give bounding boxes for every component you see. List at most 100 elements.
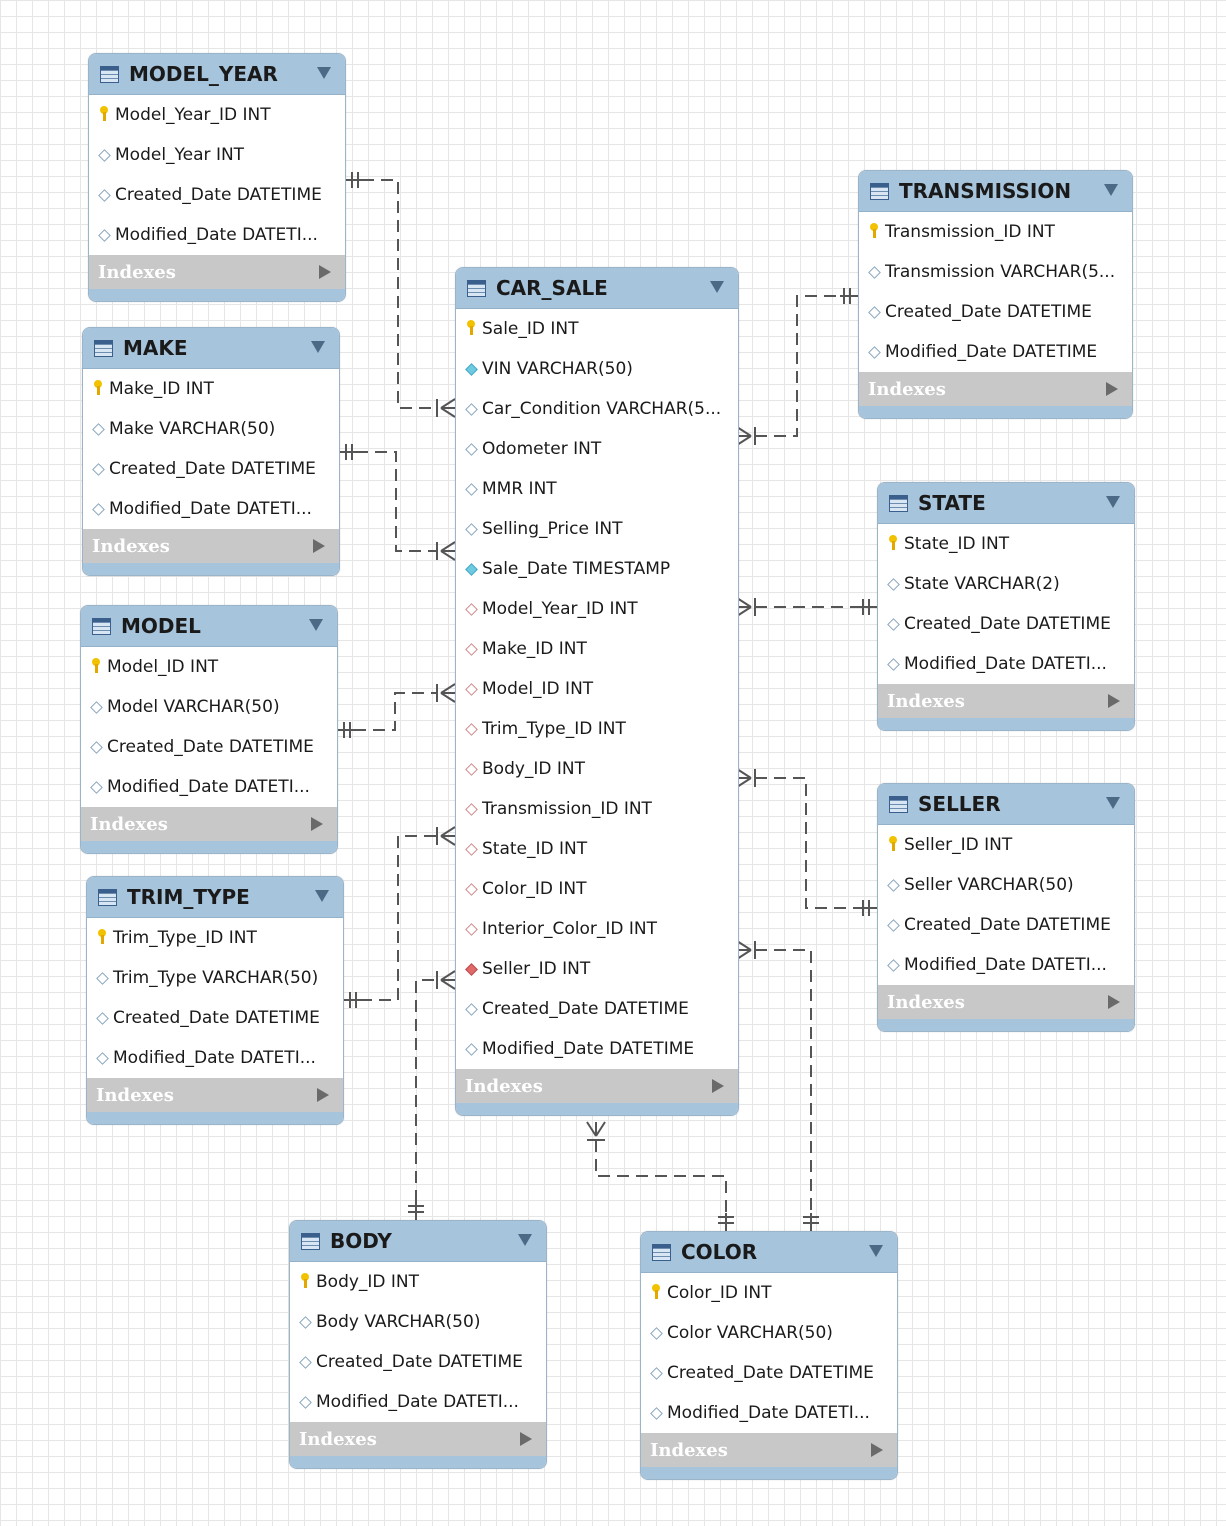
table-column[interactable]: Make VARCHAR(50) [83, 409, 339, 449]
table-column[interactable]: Created_Date DATETIME [456, 989, 738, 1029]
table-column[interactable]: Created_Date DATETIME [89, 175, 345, 215]
expand-arrow-icon[interactable] [1106, 382, 1118, 396]
indexes-section[interactable]: Indexes [89, 255, 345, 289]
table-column[interactable]: Modified_Date DATETI... [878, 945, 1134, 985]
collapse-toggle-icon[interactable] [1104, 184, 1118, 196]
expand-arrow-icon[interactable] [311, 817, 323, 831]
table-header[interactable]: TRANSMISSION [859, 171, 1132, 212]
table-column[interactable]: Color_ID INT [641, 1273, 897, 1313]
table-column[interactable]: Trim_Type VARCHAR(50) [87, 958, 343, 998]
table-column[interactable]: Modified_Date DATETI... [878, 644, 1134, 684]
table-column[interactable]: Body_ID INT [456, 749, 738, 789]
table-column[interactable]: Make_ID INT [83, 369, 339, 409]
indexes-section[interactable]: Indexes [83, 529, 339, 563]
table-column[interactable]: Modified_Date DATETI... [290, 1382, 546, 1422]
table-column[interactable]: Make_ID INT [456, 629, 738, 669]
indexes-section[interactable]: Indexes [87, 1078, 343, 1112]
table-header[interactable]: SELLER [878, 784, 1134, 825]
table-column[interactable]: State VARCHAR(2) [878, 564, 1134, 604]
table-header[interactable]: MAKE [83, 328, 339, 369]
table-header[interactable]: STATE [878, 483, 1134, 524]
table-column[interactable]: Body VARCHAR(50) [290, 1302, 546, 1342]
table-column[interactable]: Created_Date DATETIME [83, 449, 339, 489]
table-column[interactable]: Created_Date DATETIME [878, 905, 1134, 945]
table-column[interactable]: Seller_ID INT [878, 825, 1134, 865]
collapse-toggle-icon[interactable] [1106, 797, 1120, 809]
table-column[interactable]: Modified_Date DATETI... [87, 1038, 343, 1078]
table-column[interactable]: Selling_Price INT [456, 509, 738, 549]
table-column[interactable]: Sale_ID INT [456, 309, 738, 349]
table-column[interactable]: Created_Date DATETIME [641, 1353, 897, 1393]
indexes-section[interactable]: Indexes [878, 985, 1134, 1019]
collapse-toggle-icon[interactable] [518, 1234, 532, 1246]
table-column[interactable]: Seller_ID INT [456, 949, 738, 989]
table-header[interactable]: CAR_SALE [456, 268, 738, 309]
table-column[interactable]: Modified_Date DATETI... [83, 489, 339, 529]
table-column[interactable]: Model_Year_ID INT [89, 95, 345, 135]
expand-arrow-icon[interactable] [1108, 995, 1120, 1009]
collapse-toggle-icon[interactable] [309, 619, 323, 631]
table-column[interactable]: Car_Condition VARCHAR(5... [456, 389, 738, 429]
table-column[interactable]: Created_Date DATETIME [81, 727, 337, 767]
table-column[interactable]: Model_ID INT [81, 647, 337, 687]
table-column[interactable]: Model_ID INT [456, 669, 738, 709]
table-column[interactable]: Modified_Date DATETI... [641, 1393, 897, 1433]
table-column[interactable]: Created_Date DATETIME [878, 604, 1134, 644]
table-column[interactable]: Body_ID INT [290, 1262, 546, 1302]
table-column[interactable]: Created_Date DATETIME [290, 1342, 546, 1382]
table-header[interactable]: TRIM_TYPE [87, 877, 343, 918]
indexes-section[interactable]: Indexes [456, 1069, 738, 1103]
table-column[interactable]: Created_Date DATETIME [87, 998, 343, 1038]
table-column[interactable]: Modified_Date DATETI... [89, 215, 345, 255]
expand-arrow-icon[interactable] [712, 1079, 724, 1093]
expand-arrow-icon[interactable] [520, 1432, 532, 1446]
table-column[interactable]: VIN VARCHAR(50) [456, 349, 738, 389]
table-column[interactable]: Interior_Color_ID INT [456, 909, 738, 949]
collapse-toggle-icon[interactable] [1106, 496, 1120, 508]
table-column[interactable]: Trim_Type_ID INT [87, 918, 343, 958]
indexes-section[interactable]: Indexes [878, 684, 1134, 718]
table-column[interactable]: Modified_Date DATETIME [859, 332, 1132, 372]
table-column[interactable]: Modified_Date DATETI... [81, 767, 337, 807]
indexes-section[interactable]: Indexes [81, 807, 337, 841]
expand-arrow-icon[interactable] [313, 539, 325, 553]
table-header[interactable]: MODEL_YEAR [89, 54, 345, 95]
table-column[interactable]: Odometer INT [456, 429, 738, 469]
collapse-toggle-icon[interactable] [710, 281, 724, 293]
table-column[interactable]: Color_ID INT [456, 869, 738, 909]
table-header[interactable]: MODEL [81, 606, 337, 647]
indexes-section[interactable]: Indexes [641, 1433, 897, 1467]
table-column[interactable]: Model_Year INT [89, 135, 345, 175]
table-column[interactable]: Sale_Date TIMESTAMP [456, 549, 738, 589]
table-column[interactable]: Model_Year_ID INT [456, 589, 738, 629]
table-column[interactable]: Transmission_ID INT [456, 789, 738, 829]
table-column[interactable]: Trim_Type_ID INT [456, 709, 738, 749]
table-column[interactable]: State_ID INT [878, 524, 1134, 564]
collapse-toggle-icon[interactable] [311, 341, 325, 353]
table-column[interactable]: MMR INT [456, 469, 738, 509]
collapse-toggle-icon[interactable] [869, 1245, 883, 1257]
table-column[interactable]: Model VARCHAR(50) [81, 687, 337, 727]
indexes-section[interactable]: Indexes [290, 1422, 546, 1456]
table-column[interactable]: Color VARCHAR(50) [641, 1313, 897, 1353]
table-column[interactable]: Modified_Date DATETIME [456, 1029, 738, 1069]
table-column[interactable]: State_ID INT [456, 829, 738, 869]
table-column[interactable]: Created_Date DATETIME [859, 292, 1132, 332]
indexes-section[interactable]: Indexes [859, 372, 1132, 406]
collapse-toggle-icon[interactable] [317, 67, 331, 79]
table-column[interactable]: Transmission VARCHAR(5... [859, 252, 1132, 292]
table-header[interactable]: COLOR [641, 1232, 897, 1273]
table-column[interactable]: Transmission_ID INT [859, 212, 1132, 252]
expand-arrow-icon[interactable] [317, 1088, 329, 1102]
expand-arrow-icon[interactable] [319, 265, 331, 279]
